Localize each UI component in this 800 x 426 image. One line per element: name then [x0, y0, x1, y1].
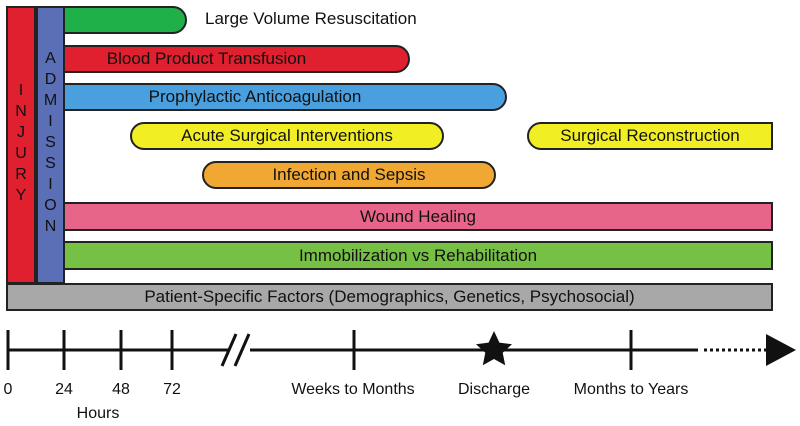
tick-label-72: 72 [163, 381, 181, 398]
wound-healing-bar: Wound Healing [63, 202, 773, 231]
injury-letter: R [15, 166, 27, 183]
admission-bar: A D M I S S I O N [36, 6, 65, 284]
acute-surgical-label: Acute Surgical Interventions [181, 126, 393, 145]
admission-letter: N [44, 218, 57, 235]
axis-break-mark [220, 333, 238, 367]
discharge-label: Discharge [457, 381, 531, 398]
injury-letter: N [15, 103, 27, 120]
blood-product-label: Blood Product Transfusion [106, 49, 307, 68]
hours-label: Hours [76, 405, 120, 422]
acute-surgical-bar: Acute Surgical Interventions [130, 122, 444, 150]
tick-label-48: 48 [112, 381, 130, 398]
injury-letter: U [15, 145, 27, 162]
admission-letter: A [45, 50, 56, 67]
discharge-star-icon [476, 331, 512, 366]
patient-factors-bar: Patient-Specific Factors (Demographics, … [6, 283, 773, 311]
injury-bar: I N J U R Y [6, 6, 36, 284]
admission-letter: I [48, 113, 53, 130]
admission-letter: S [45, 155, 56, 172]
surgical-reconstruction-label: Surgical Reconstruction [560, 126, 740, 145]
prophylactic-label: Prophylactic Anticoagulation [148, 87, 362, 106]
tick-label-24: 24 [55, 381, 73, 398]
admission-letter: O [44, 197, 57, 214]
immobilization-bar: Immobilization vs Rehabilitation [63, 241, 773, 270]
immobilization-label: Immobilization vs Rehabilitation [298, 245, 538, 265]
injury-letter: Y [15, 187, 27, 204]
large-volume-label: Large Volume Resuscitation [205, 9, 417, 28]
infection-bar: Infection and Sepsis [202, 161, 496, 189]
admission-letters: A D M I S S I O N [38, 8, 63, 237]
axis-break-mark [233, 333, 251, 367]
surgical-reconstruction-bar: Surgical Reconstruction [527, 122, 773, 150]
infection-label: Infection and Sepsis [272, 165, 426, 184]
wound-healing-label: Wound Healing [360, 206, 476, 226]
tick-label-0: 0 [3, 381, 13, 398]
large-volume-bar [63, 6, 187, 34]
patient-factors-label: Patient-Specific Factors (Demographics, … [144, 287, 635, 306]
admission-letter: I [48, 176, 53, 193]
injury-letter: J [17, 124, 25, 141]
injury-letters: I N J U R Y [8, 8, 34, 206]
prophylactic-bar: Prophylactic Anticoagulation [63, 83, 507, 111]
admission-letter: D [44, 71, 57, 88]
years-label: Months to Years [573, 381, 689, 398]
injury-letter: I [18, 82, 24, 99]
admission-letter: M [43, 92, 58, 109]
weeks-label: Weeks to Months [291, 381, 415, 398]
timeline-arrowhead [766, 334, 796, 366]
blood-product-bar: Blood Product Transfusion [63, 45, 410, 73]
admission-letter: S [45, 134, 56, 151]
